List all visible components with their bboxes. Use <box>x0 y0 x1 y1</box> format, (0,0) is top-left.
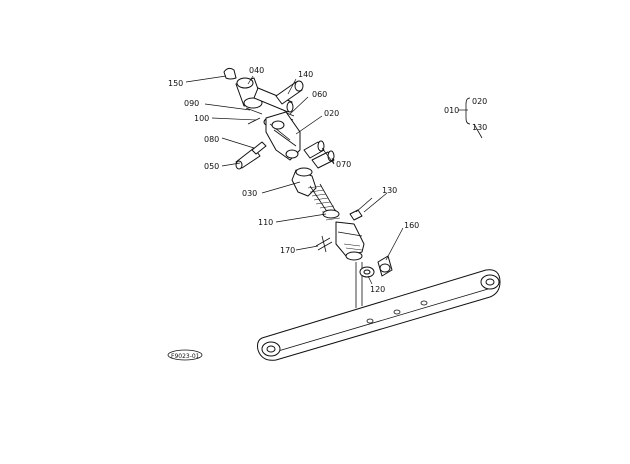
top-pivot-assembly <box>223 67 294 113</box>
lower-link-bar <box>257 262 501 361</box>
bolt-130 <box>349 197 373 221</box>
legend-child-top-label: 020 <box>472 97 487 106</box>
legend-child-bottom-label: 130 <box>472 123 487 132</box>
label-140: 140 <box>298 70 313 79</box>
lower-housing <box>335 221 365 261</box>
label-150: 150 <box>168 79 183 88</box>
pin-050 <box>235 147 261 170</box>
pin-080 <box>251 141 267 155</box>
label-100: 100 <box>194 114 209 123</box>
label-080: 080 <box>204 135 219 144</box>
label-070: 070 <box>336 160 351 169</box>
label-030: 030 <box>242 189 257 198</box>
legend-parent-label: 010 <box>444 106 459 115</box>
label-130: 130 <box>382 186 397 195</box>
label-050: 050 <box>204 162 219 171</box>
rod-030 <box>291 167 337 217</box>
thread-110 <box>319 205 341 221</box>
pin-160 <box>377 255 393 277</box>
pin-140 <box>275 80 304 105</box>
label-020: 020 <box>324 109 339 118</box>
pins-070 <box>303 140 335 169</box>
leader-lines <box>185 75 468 285</box>
cotter-170 <box>315 235 333 253</box>
label-170: 170 <box>280 246 295 255</box>
label-090: 090 <box>184 99 199 108</box>
figure-code: F9023-01 <box>171 353 200 360</box>
nut-120 <box>359 266 375 278</box>
label-060: 060 <box>312 90 327 99</box>
assembly-legend <box>465 97 483 139</box>
main-body-020 <box>265 111 301 161</box>
label-160: 160 <box>404 221 419 230</box>
label-040: 040 <box>249 66 264 75</box>
label-110: 110 <box>258 218 273 227</box>
figure-code-badge <box>167 349 203 361</box>
label-120: 120 <box>370 285 385 294</box>
